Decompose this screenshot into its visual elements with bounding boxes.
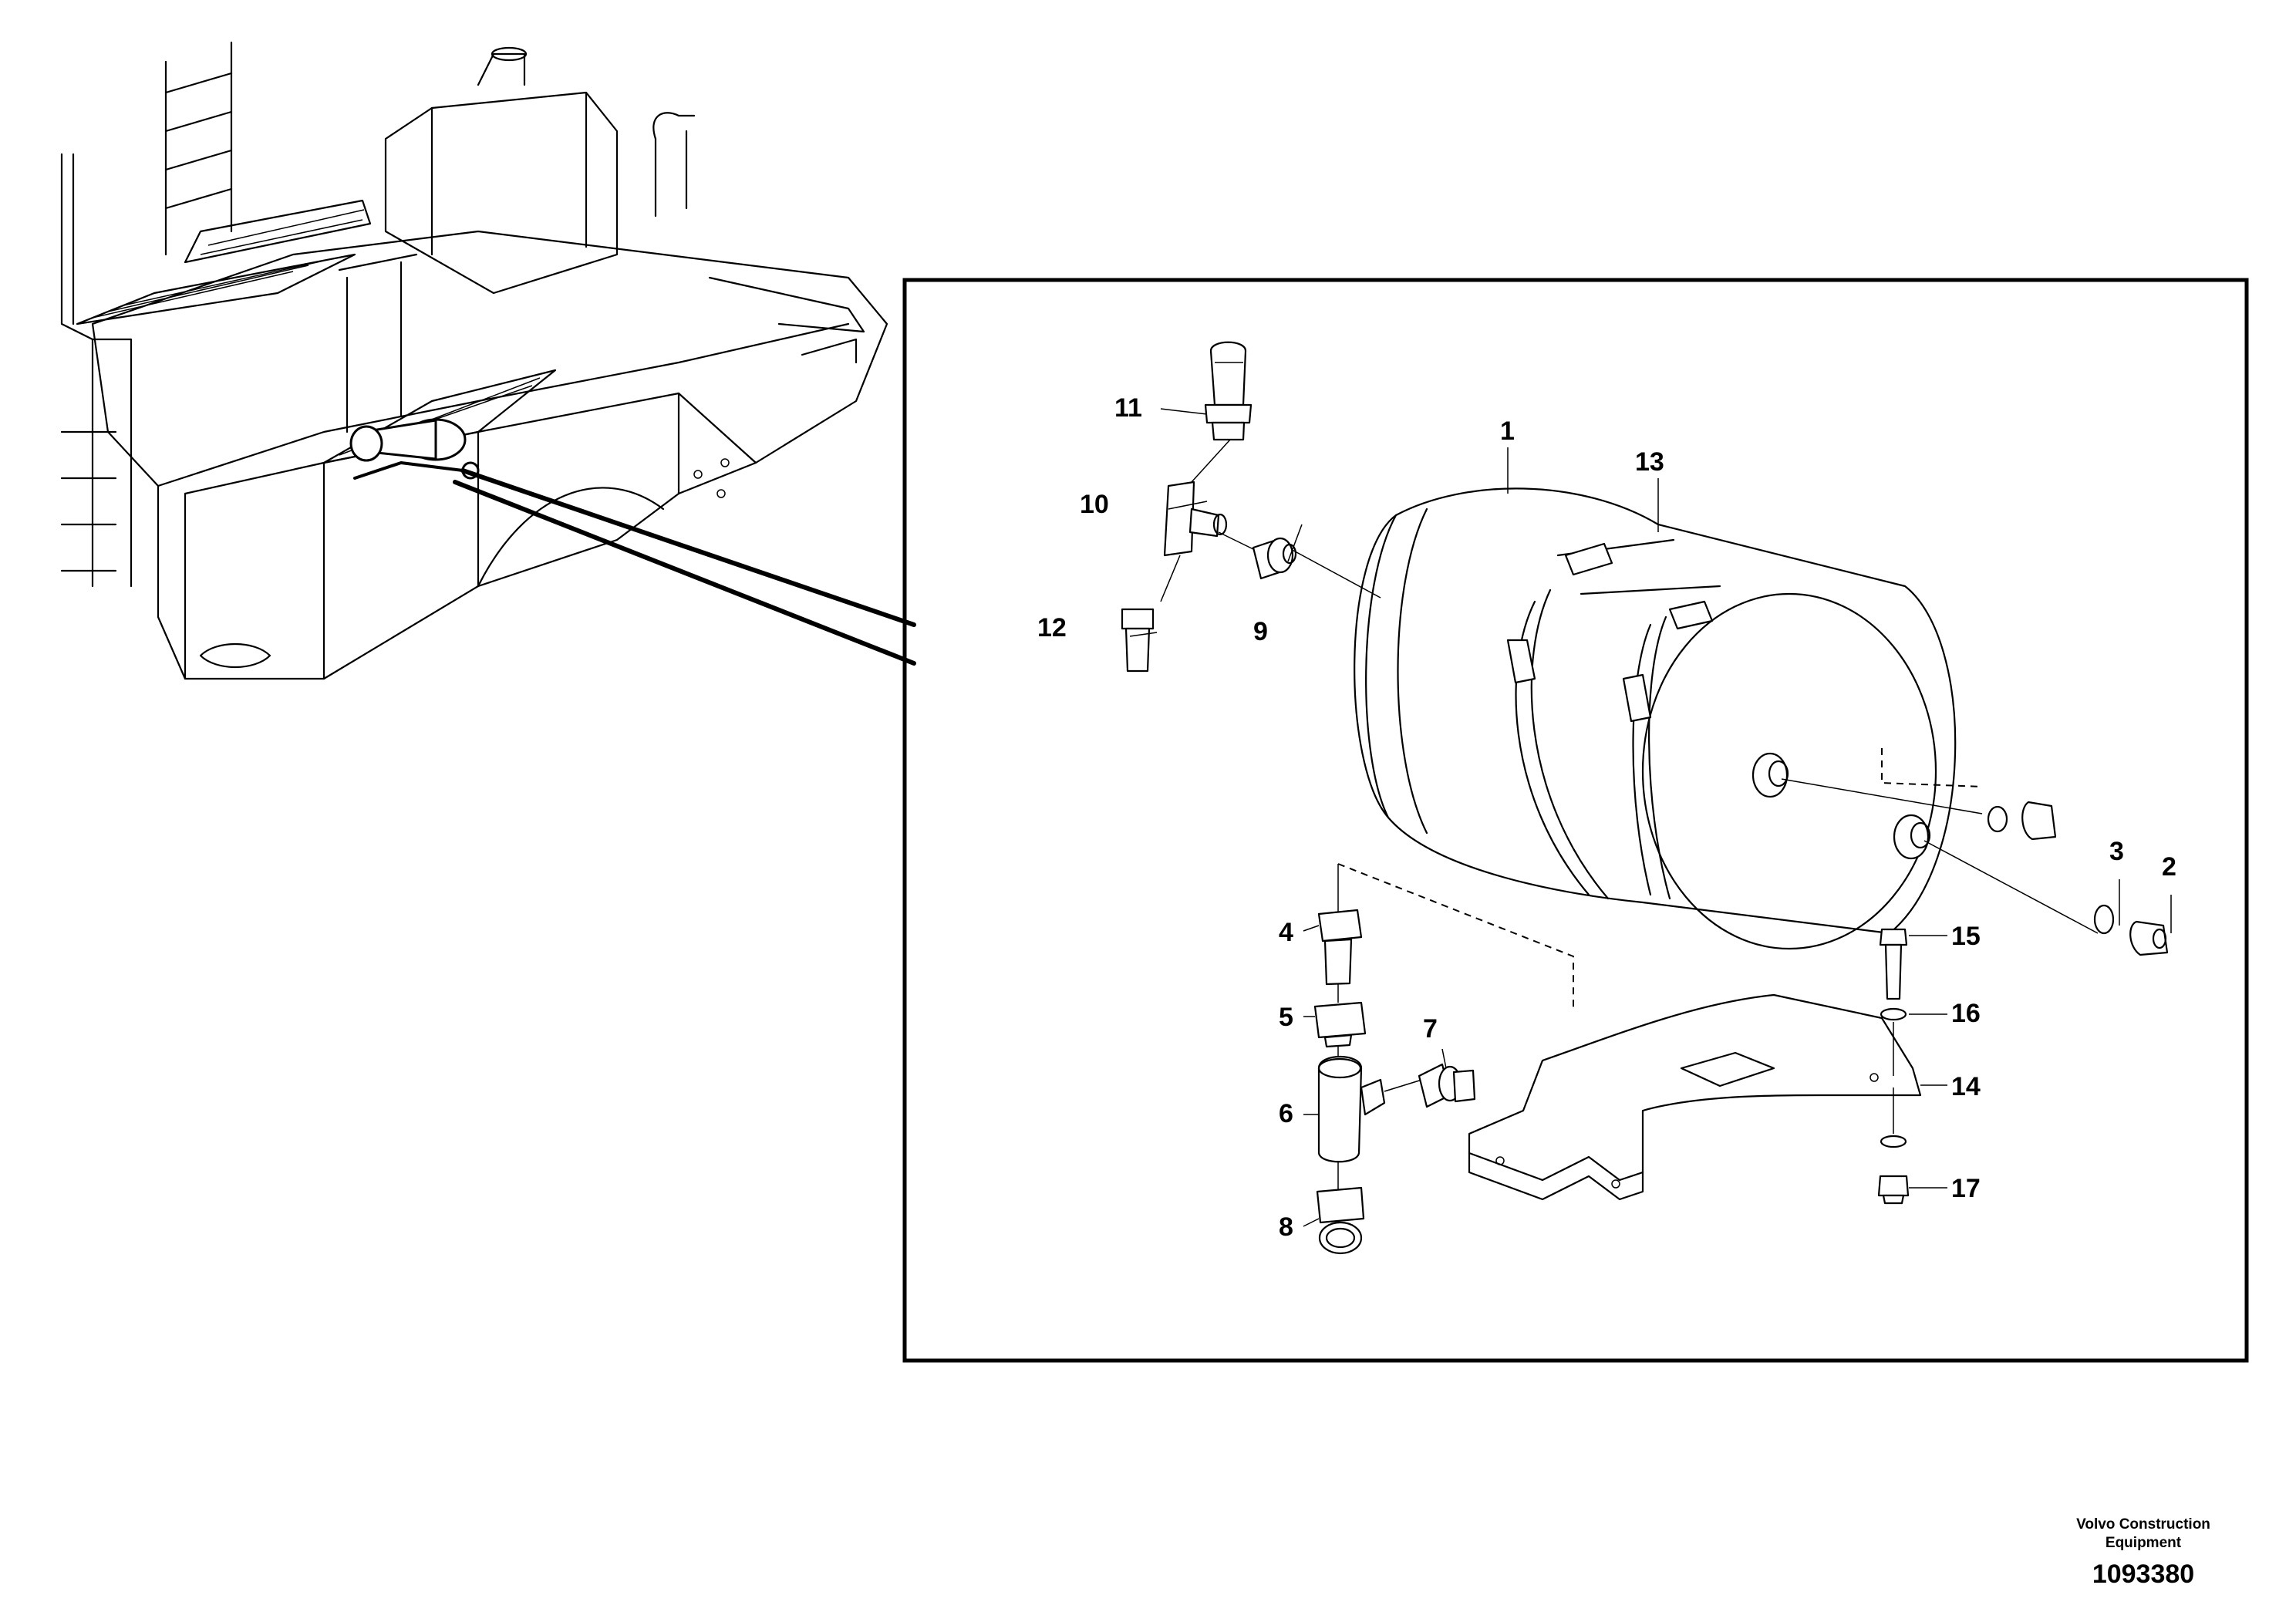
callout-1: 1 — [1500, 416, 1515, 446]
tee-6 — [1317, 1055, 1428, 1163]
o-ring-3 — [2093, 904, 2115, 935]
fitting-7 — [1418, 1063, 1476, 1108]
callout-14: 14 — [1951, 1072, 1981, 1101]
zoom-leader-lines — [453, 468, 916, 666]
callout-4: 4 — [1279, 918, 1293, 947]
detail-frame — [902, 278, 2249, 1363]
callout-9: 9 — [1253, 617, 1268, 646]
bolt-15 — [1879, 928, 1908, 1000]
callout-6: 6 — [1279, 1099, 1293, 1128]
brand-name-line-2: Equipment — [2105, 1535, 2182, 1551]
callout-5: 5 — [1279, 1003, 1293, 1032]
callout-13: 13 — [1635, 447, 1664, 477]
callout-8: 8 — [1279, 1212, 1293, 1242]
callout-10: 10 — [1080, 490, 1109, 519]
callout-17: 17 — [1951, 1174, 1981, 1203]
highlighted-tank-location — [349, 418, 480, 480]
callout-3: 3 — [2109, 837, 2124, 866]
callout-2: 2 — [2162, 852, 2176, 882]
nut-17 — [1877, 1175, 1910, 1205]
air-tank — [1354, 487, 1957, 950]
callout-15: 15 — [1951, 922, 1981, 951]
tee-fitting-10 — [1160, 439, 1231, 602]
washer-16 — [1880, 1007, 1907, 1021]
callout-11: 11 — [1114, 393, 1142, 423]
plug-upper — [1987, 801, 2057, 841]
plug-2 — [2129, 920, 2169, 956]
brand-name-line-1: Volvo Construction — [2076, 1516, 2210, 1533]
callout-7: 7 — [1423, 1014, 1438, 1044]
callout-12: 12 — [1037, 613, 1067, 642]
fitting-12 — [1121, 608, 1155, 673]
nut-5 — [1313, 1001, 1367, 1048]
drain-valve-8 — [1316, 1186, 1365, 1255]
pressure-sensor-11 — [1204, 341, 1253, 441]
washer-lower — [1880, 1135, 1907, 1148]
callout-16: 16 — [1951, 999, 1981, 1028]
adapter-4 — [1317, 909, 1363, 986]
document-number: 1093380 — [2092, 1560, 2195, 1589]
bracket-14 — [1468, 993, 1922, 1201]
nipple-9 — [1218, 531, 1297, 580]
machine-frame-overview — [60, 41, 888, 680]
